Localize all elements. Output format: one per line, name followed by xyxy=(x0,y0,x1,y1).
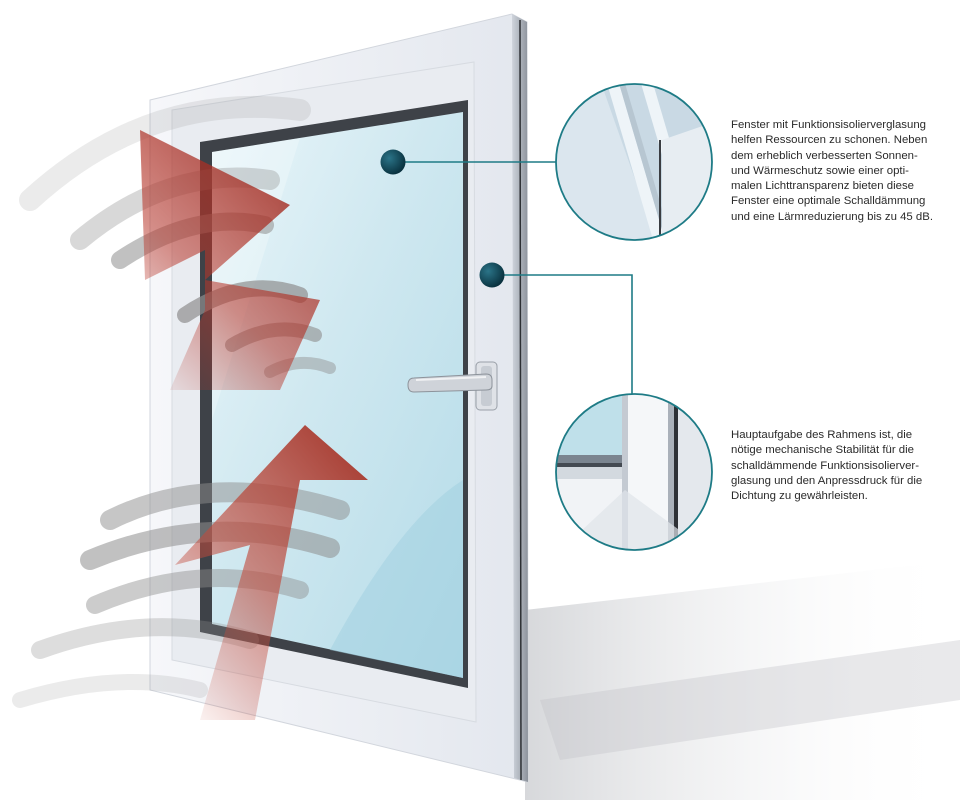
upper-heat-arrow xyxy=(140,130,320,390)
glass-marker xyxy=(380,149,406,175)
lower-heat-arrow xyxy=(175,425,368,720)
glass-detail-magnifier xyxy=(555,83,713,241)
frame-detail-magnifier xyxy=(555,393,713,551)
glass-caption-line: Fenster mit Funktionsisolierverglasung xyxy=(731,119,926,131)
frame-caption-line: schalldämmende Funktionsisolierver- xyxy=(731,459,920,472)
heat-arrows xyxy=(140,130,368,720)
callout-lines xyxy=(393,161,633,395)
frame-marker xyxy=(479,262,505,288)
frame-caption-line: Hauptaufgabe des Rahmens ist, die xyxy=(731,429,913,441)
glass-caption-line: malen Lichttransparenz bieten diese xyxy=(731,180,914,193)
glass-caption: Fenster mit Funktionsisolierverglasung h… xyxy=(731,118,933,225)
glass-caption-line: und eine Lärmreduzierung bis zu 45 dB. xyxy=(731,210,933,223)
glass-caption-line: helfen Ressourcen zu schonen. Neben xyxy=(731,134,928,147)
window-handle xyxy=(407,361,498,411)
frame-caption: Hauptaufgabe des Rahmens ist, die nötige… xyxy=(731,428,922,504)
glass-caption-line: und Wärmeschutz sowie einer opti- xyxy=(731,164,909,177)
glass-caption-line: Fenster eine optimale Schalldämmung xyxy=(731,195,926,208)
frame-caption-line: Dichtung zu gewährleisten. xyxy=(731,490,868,503)
frame-caption-line: glasung und den Anpressdruck für die xyxy=(731,474,923,487)
frame-caption-line: nötige mechanische Stabilität für die xyxy=(731,444,914,457)
glass-caption-line: dem erheblich verbesserten Sonnen- xyxy=(731,149,918,162)
floor-shadow xyxy=(525,560,960,800)
